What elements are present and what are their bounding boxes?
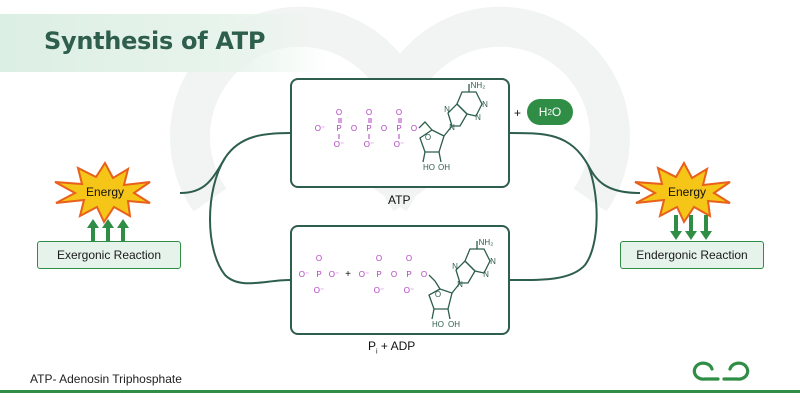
svg-text:O: O	[391, 270, 397, 279]
footer-note: ATP- Adenosin Triphosphate	[30, 372, 182, 386]
svg-text:O⁻: O⁻	[394, 140, 404, 149]
energy-label-right: Energy	[668, 185, 707, 199]
svg-text:O: O	[435, 290, 441, 299]
energy-burst-icon	[54, 161, 151, 225]
svg-text:N: N	[482, 100, 488, 109]
svg-text:NH₂: NH₂	[479, 238, 494, 247]
svg-text:O⁻: O⁻	[334, 140, 344, 149]
svg-text:O⁻: O⁻	[359, 270, 369, 279]
footer-line	[0, 390, 800, 393]
adp-structure: O⁻ P O O⁻ O⁻ O⁻ P O O⁻ O P O O⁻ O + HO	[299, 238, 496, 329]
page-title: Synthesis of ATP	[44, 27, 266, 55]
svg-text:O: O	[376, 254, 382, 263]
energy-down-arrows	[670, 215, 712, 240]
svg-text:N: N	[475, 113, 481, 122]
svg-text:O: O	[406, 254, 412, 263]
svg-text:O: O	[316, 254, 322, 263]
svg-text:P: P	[396, 124, 401, 133]
atp-structure: O⁻ P O O⁻ O P O O⁻ O P O O⁻ O	[315, 81, 488, 172]
svg-text:P: P	[376, 270, 381, 279]
svg-text:O: O	[396, 108, 402, 117]
svg-text:O: O	[366, 108, 372, 117]
title-banner	[0, 14, 330, 72]
svg-text:O⁻: O⁻	[374, 286, 384, 295]
svg-text:O⁻: O⁻	[314, 286, 324, 295]
svg-text:N: N	[490, 257, 496, 266]
atp-molecule-box: O⁻ P O O⁻ O P O O⁻ O P O O⁻ O	[290, 78, 510, 188]
svg-text:O: O	[381, 124, 387, 133]
svg-text:HO: HO	[432, 320, 444, 329]
svg-text:OH: OH	[438, 163, 450, 172]
svg-text:O⁻: O⁻	[299, 270, 309, 279]
svg-text:O: O	[411, 124, 417, 133]
svg-text:+: +	[345, 269, 351, 280]
svg-text:O⁻: O⁻	[404, 286, 414, 295]
adp-caption: Pi + ADP	[368, 339, 416, 356]
svg-text:O⁻: O⁻	[329, 270, 339, 279]
svg-text:P: P	[316, 270, 321, 279]
endergonic-reaction-label: Endergonic Reaction	[620, 241, 764, 269]
svg-text:OH: OH	[448, 320, 460, 329]
svg-text:O⁻: O⁻	[315, 124, 325, 133]
energy-label-left: Energy	[86, 185, 125, 199]
svg-text:O: O	[336, 108, 342, 117]
svg-text:O⁻: O⁻	[364, 140, 374, 149]
exergonic-reaction-label: Exergonic Reaction	[37, 241, 181, 269]
svg-text:N: N	[444, 105, 450, 114]
svg-text:N: N	[452, 262, 458, 271]
svg-text:P: P	[336, 124, 341, 133]
adp-molecule-box: O⁻ P O O⁻ O⁻ O⁻ P O O⁻ O P O O⁻ O + HO	[290, 225, 510, 335]
plus-sign: +	[514, 106, 522, 120]
svg-text:P: P	[406, 270, 411, 279]
svg-text:HO: HO	[423, 163, 435, 172]
svg-text:N: N	[483, 270, 489, 279]
svg-text:N: N	[449, 123, 455, 132]
svg-text:O: O	[351, 124, 357, 133]
svg-text:O: O	[425, 133, 431, 142]
svg-text:P: P	[366, 124, 371, 133]
svg-text:O: O	[421, 270, 427, 279]
atp-caption: ATP	[388, 193, 411, 207]
svg-text:N: N	[457, 280, 463, 289]
svg-text:NH₂: NH₂	[471, 81, 486, 90]
energy-up-arrows	[87, 219, 129, 242]
